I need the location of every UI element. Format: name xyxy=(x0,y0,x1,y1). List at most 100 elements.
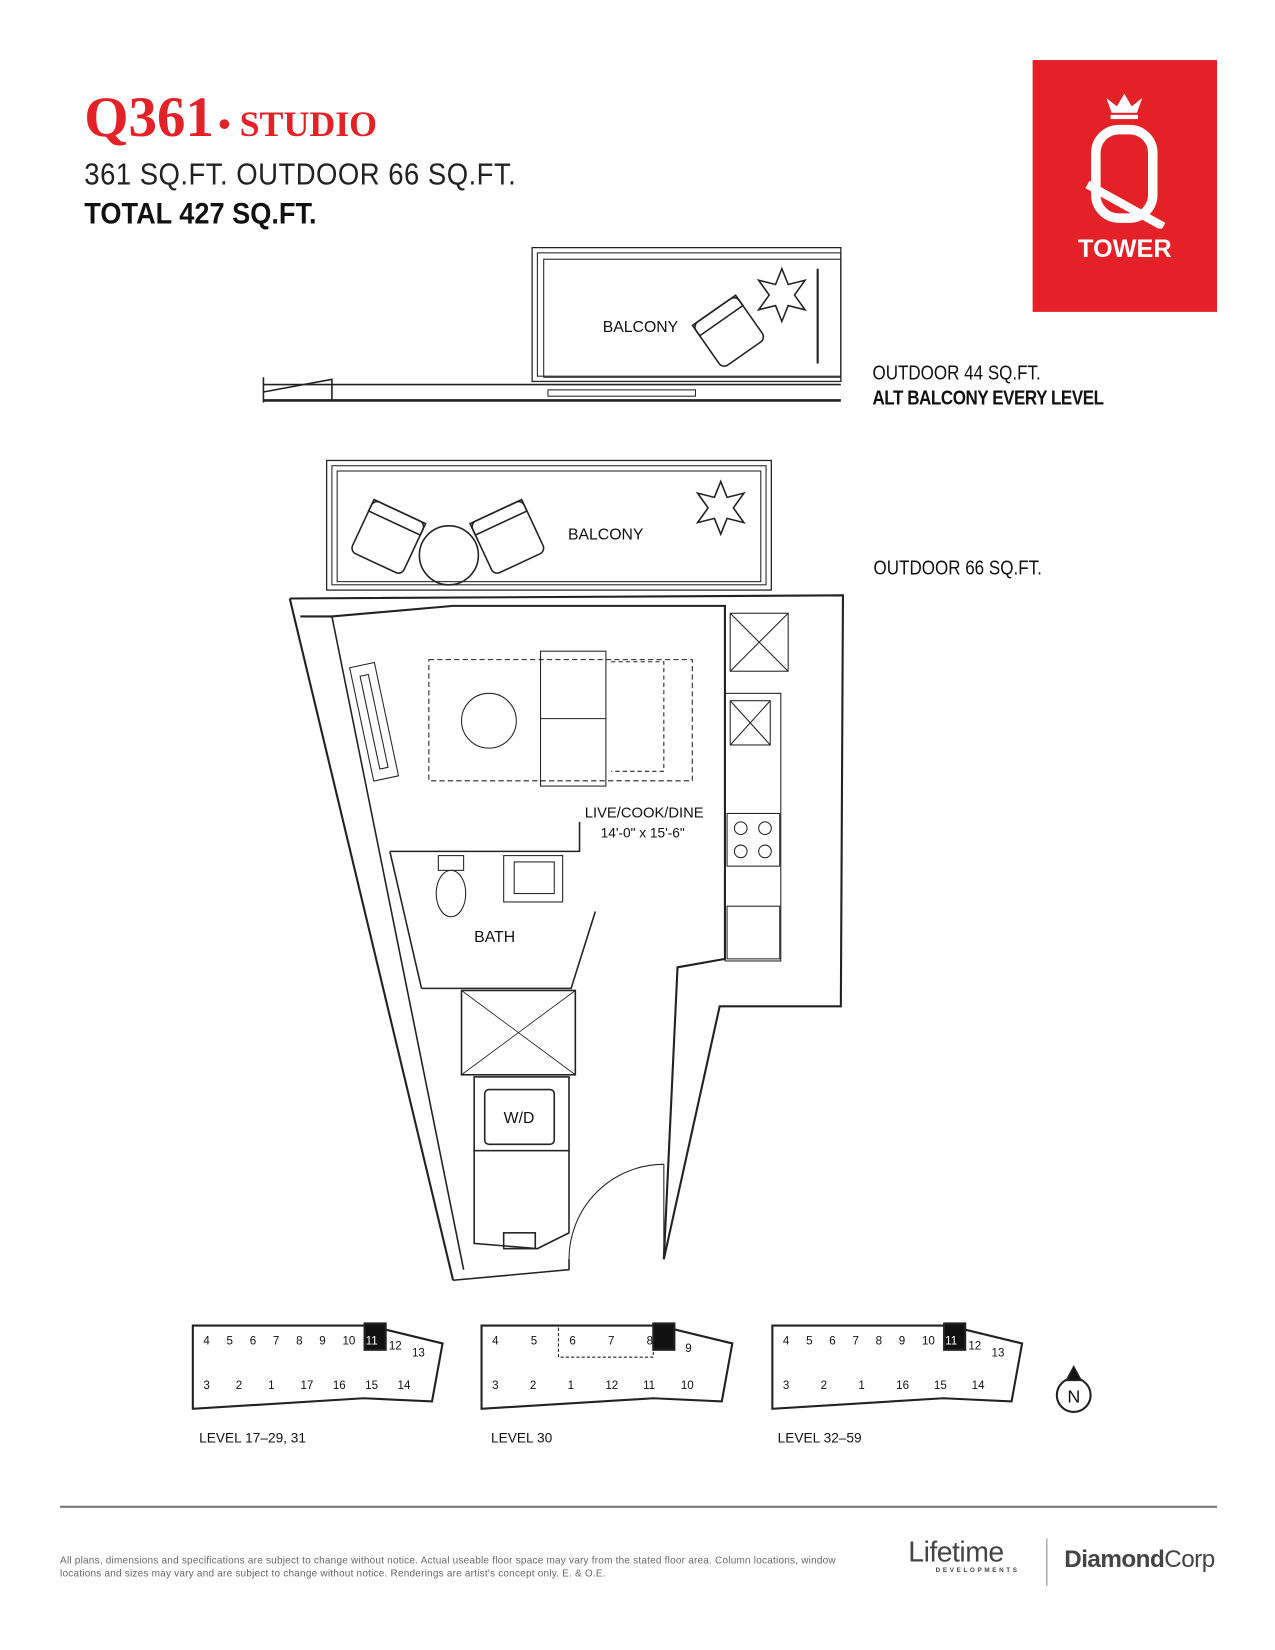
keyplan-unit-number: 11 xyxy=(366,1336,378,1348)
keyplan-unit-number: 9 xyxy=(319,1336,325,1348)
keyplan-unit-number: 5 xyxy=(531,1336,537,1348)
keyplan-unit-number: 13 xyxy=(412,1348,425,1360)
living-label: LIVE/COOK/DINE xyxy=(585,806,704,822)
keyplan-3-label: LEVEL 32–59 xyxy=(777,1429,862,1446)
keyplan-unit-number: 5 xyxy=(806,1336,812,1348)
keyplan-unit-number: 1 xyxy=(858,1380,864,1392)
keyplan-unit-number: 9 xyxy=(685,1343,691,1355)
alt-balcony: BALCONY xyxy=(262,246,842,403)
keyplan-unit-number: 10 xyxy=(922,1336,935,1348)
keyplan-unit-number: 6 xyxy=(250,1336,256,1348)
fridge-icon xyxy=(729,612,789,672)
keyplan-1 xyxy=(191,1322,444,1410)
keyplan-unit-number: 3 xyxy=(783,1380,789,1392)
media-unit-icon xyxy=(349,661,400,782)
keyplan-unit-number: 3 xyxy=(203,1380,209,1392)
keyplan-2-label: LEVEL 30 xyxy=(491,1429,553,1446)
bath-label: BATH xyxy=(474,929,515,946)
keyplan-unit-number: 4 xyxy=(203,1336,210,1348)
area-line: 361 SQ.FT. OUTDOOR 66 SQ.FT. xyxy=(84,158,517,192)
unit-type: • STUDIO xyxy=(218,105,378,145)
dishwasher-icon xyxy=(726,905,781,960)
keyplan-unit-number: 13 xyxy=(992,1348,1005,1360)
logo-separator xyxy=(1046,1538,1048,1586)
keyplan-unit-number: 11 xyxy=(945,1336,957,1348)
living-dimensions: 14'-0" x 15'-6" xyxy=(601,826,685,841)
keyplan-3 xyxy=(771,1322,1024,1410)
keyplan-unit-number: 4 xyxy=(492,1336,499,1348)
keyplan-unit-number: 11 xyxy=(643,1380,655,1392)
diamond-wordmark: Diamond xyxy=(1064,1544,1165,1573)
keyplan-unit-number: 6 xyxy=(569,1336,575,1348)
keyplan-unit-number: 9 xyxy=(899,1336,905,1348)
plant-icon xyxy=(756,266,807,324)
keyplan-unit-number: 15 xyxy=(365,1380,378,1392)
total-area: TOTAL 427 SQ.FT. xyxy=(84,197,317,230)
corp-wordmark: Corp xyxy=(1164,1544,1215,1573)
keyplan-unit-number: 16 xyxy=(896,1380,909,1392)
q-tower-logo: TOWER xyxy=(1032,60,1218,312)
keyplan-unit-number: 12 xyxy=(389,1341,402,1353)
crown-q-icon xyxy=(1085,93,1166,231)
vanity-sink-icon xyxy=(503,855,564,903)
keyplan-unit-number: 15 xyxy=(934,1380,947,1392)
keyplan-unit-number: 8 xyxy=(296,1336,302,1348)
alt-balcony-note: ALT BALCONY EVERY LEVEL xyxy=(872,387,1104,410)
keyplan-unit-number: 17 xyxy=(300,1380,313,1392)
disclaimer: All plans, dimensions and specifications… xyxy=(60,1555,836,1580)
keyplan-unit-number: 7 xyxy=(852,1336,858,1348)
keyplan-unit-number: 8 xyxy=(647,1336,653,1348)
unit-floorplan: BALCONY BALCONY xyxy=(191,246,1092,1414)
kitchen xyxy=(724,612,789,962)
keyplan-unit-number: 8 xyxy=(876,1336,882,1348)
keyplan-unit-number: 2 xyxy=(821,1380,827,1392)
keyplan-unit-number: 2 xyxy=(236,1380,242,1392)
lifetime-wordmark: Lifetime xyxy=(908,1536,1004,1568)
keyplan-unit-number: 10 xyxy=(342,1336,355,1348)
alt-balcony-label: BALCONY xyxy=(603,319,679,336)
balcony-table-icon xyxy=(418,525,480,586)
keyplan-unit-number: 4 xyxy=(783,1336,790,1348)
keyplan-unit-number: 3 xyxy=(492,1380,498,1392)
keyplan-unit-number: 5 xyxy=(227,1336,233,1348)
unit-walls xyxy=(288,594,845,1282)
unit-code: Q361 xyxy=(84,85,214,149)
compass-label: N xyxy=(1067,1386,1080,1406)
footer-divider xyxy=(60,1505,1218,1508)
balcony: BALCONY xyxy=(326,459,772,591)
keyplan-unit-number: 2 xyxy=(530,1380,536,1392)
lounge-chair-icon xyxy=(351,498,427,574)
keyplan-unit-number: 6 xyxy=(829,1336,835,1348)
bath-fixtures xyxy=(435,855,564,918)
lifetime-sub: DEVELOPMENTS xyxy=(935,1567,1020,1575)
plant-icon xyxy=(695,479,746,537)
lounge-chair-icon xyxy=(469,498,545,574)
keyplan-1-label: LEVEL 17–29, 31 xyxy=(199,1429,307,1446)
toilet-icon xyxy=(435,869,467,918)
keyplan-2 xyxy=(480,1322,734,1410)
keyplan-unit-number: 14 xyxy=(398,1380,411,1392)
alt-outdoor-area: OUTDOOR 44 SQ.FT. xyxy=(872,362,1041,385)
coffee-table-icon xyxy=(460,692,517,749)
keyplan-unit-number: 1 xyxy=(268,1380,274,1392)
balcony-outdoor-area: OUTDOOR 66 SQ.FT. xyxy=(873,557,1042,580)
washer-dryer-label: W/D xyxy=(504,1110,535,1127)
unit-title: Q361 • STUDIO xyxy=(84,84,377,149)
keyplan-unit-number: 7 xyxy=(273,1336,279,1348)
keyplan-unit-number: 16 xyxy=(333,1380,346,1392)
keyplan-unit-number: 12 xyxy=(605,1380,618,1392)
keyplan-unit-number: 12 xyxy=(968,1341,981,1353)
lounge-chair-icon xyxy=(691,294,765,367)
keyplan-unit-number: 7 xyxy=(608,1336,614,1348)
logo-wordmark: TOWER xyxy=(1077,234,1172,264)
balcony-label: BALCONY xyxy=(568,526,644,543)
cooktop-icon xyxy=(726,812,781,867)
keyplan-unit-number: 14 xyxy=(972,1380,985,1392)
keyplan-unit-number: 1 xyxy=(568,1380,574,1392)
living-furniture xyxy=(349,650,693,787)
sink-icon xyxy=(729,700,771,746)
compass-icon: N xyxy=(1055,1364,1092,1414)
